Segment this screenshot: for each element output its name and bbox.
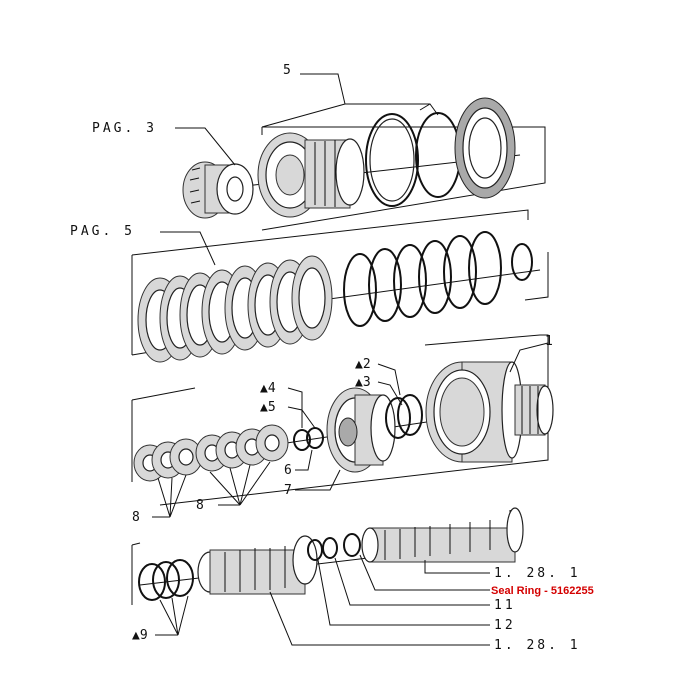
callout-8-a: 8 [132,510,140,525]
reference-pag-3: PAG. 3 [92,121,157,136]
snap-ring-pair [365,103,461,207]
callout-11: 11 [494,598,516,613]
ring-gear [454,97,516,199]
callout-3: ▲3 [355,375,371,390]
callout-4: ▲4 [260,381,276,396]
callout-1-28-1-b: 1. 28. 1 [494,638,581,653]
callout-6: 6 [284,463,292,478]
callout-9: ▲9 [132,628,148,643]
group-housing-assembly: 1 ▲2 ▲3 ▲4 ▲5 6 7 8 8 [131,334,554,525]
group-top-assembly: 5 PAG. 3 [92,63,546,231]
reference-pag-5: PAG. 5 [70,224,135,239]
callout-2: ▲2 [355,357,371,372]
o-ring-pair [293,427,324,451]
thrust-washer-stack [133,424,289,482]
output-shaft [361,507,524,563]
callout-1: 1 [545,334,553,349]
callout-seal-ring-5162255: Seal Ring - 5162255 [491,585,594,597]
callout-7: 7 [284,483,292,498]
coil-spring [343,231,502,327]
clutch-disc-stack [137,255,333,363]
callout-1-28-1-a: 1. 28. 1 [494,566,581,581]
small-pinion-gear [182,161,254,219]
piston [326,387,396,473]
gear-hub [257,132,365,218]
snap-ring-triple [138,559,194,601]
callout-12: 12 [494,618,516,633]
group-shaft-assembly: 1. 28. 1 Seal Ring - 5162255 11 12 1. 28… [131,507,594,653]
group-clutch-pack: PAG. 5 [70,209,549,363]
callout-5: ▲5 [260,400,276,415]
splined-sleeve [197,535,318,595]
small-retaining-ring [511,243,533,281]
clutch-drum [425,361,554,463]
callout-8-b: 8 [196,498,204,513]
callout-5-top: 5 [283,63,294,78]
shaft-seal-rings [307,533,361,561]
